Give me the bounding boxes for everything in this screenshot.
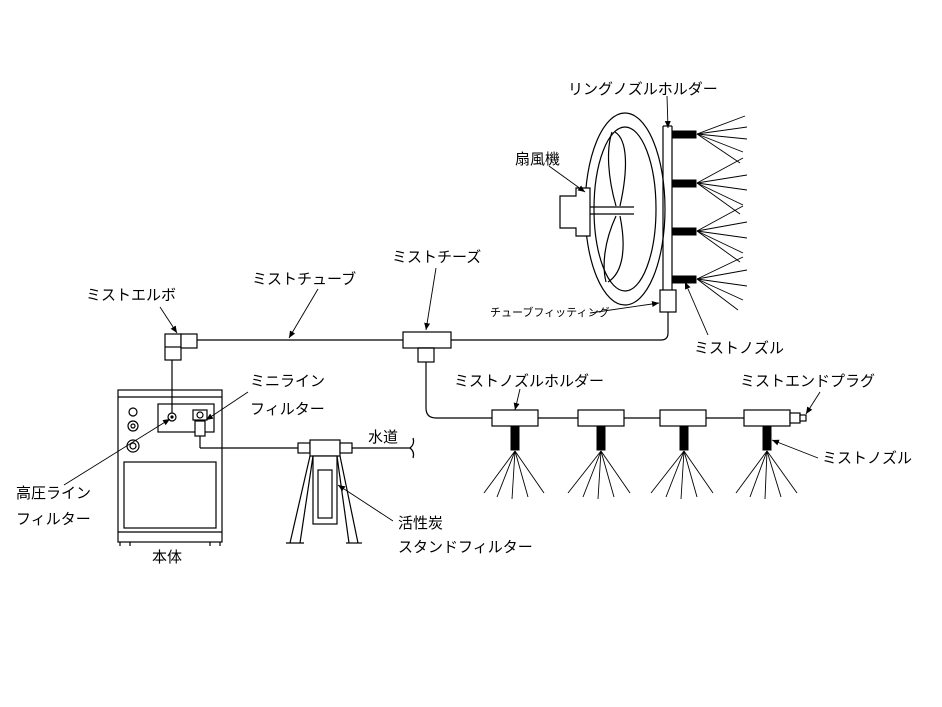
leader-lines — [63, 95, 821, 522]
label-mini-line-2: フィルター — [250, 400, 325, 418]
label-high-pressure-1: 高圧ライン — [16, 484, 91, 502]
label-tube-fitting: チューブフィッティング — [490, 305, 609, 319]
fan — [559, 112, 666, 306]
label-fan: 扇風機 — [515, 150, 560, 168]
mist-nozzle-line — [491, 409, 807, 451]
label-carbon-2: スタンドフィルター — [398, 538, 533, 556]
main-unit — [117, 360, 298, 546]
ring-nozzle-holder — [659, 125, 697, 313]
label-mist-tube: ミストチューブ — [252, 270, 356, 288]
carbon-stand-filter — [286, 437, 415, 544]
label-high-pressure-2: フィルター — [16, 510, 91, 528]
label-mist-nozzle-ring: ミストノズル — [694, 339, 784, 357]
label-mist-tee: ミストチーズ — [392, 248, 481, 266]
mist-tee — [402, 331, 492, 419]
label-water-supply: 水道 — [368, 428, 398, 446]
label-ring-nozzle-holder: リングノズルホルダー — [568, 80, 718, 98]
line-sprays — [483, 450, 798, 500]
mist-elbow — [164, 333, 198, 361]
ring-sprays — [696, 115, 748, 311]
label-mist-end-plug: ミストエンドプラグ — [740, 372, 875, 390]
label-mist-nozzle-holder: ミストノズルホルダー — [454, 372, 604, 390]
label-mist-elbow: ミストエルボ — [86, 286, 176, 304]
label-mini-line-1: ミニライン — [250, 372, 325, 390]
label-main-unit: 本体 — [152, 548, 182, 566]
mist-tube — [197, 312, 669, 341]
label-mist-nozzle-line: ミストノズル — [822, 449, 912, 467]
label-carbon-1: 活性炭 — [398, 514, 443, 532]
